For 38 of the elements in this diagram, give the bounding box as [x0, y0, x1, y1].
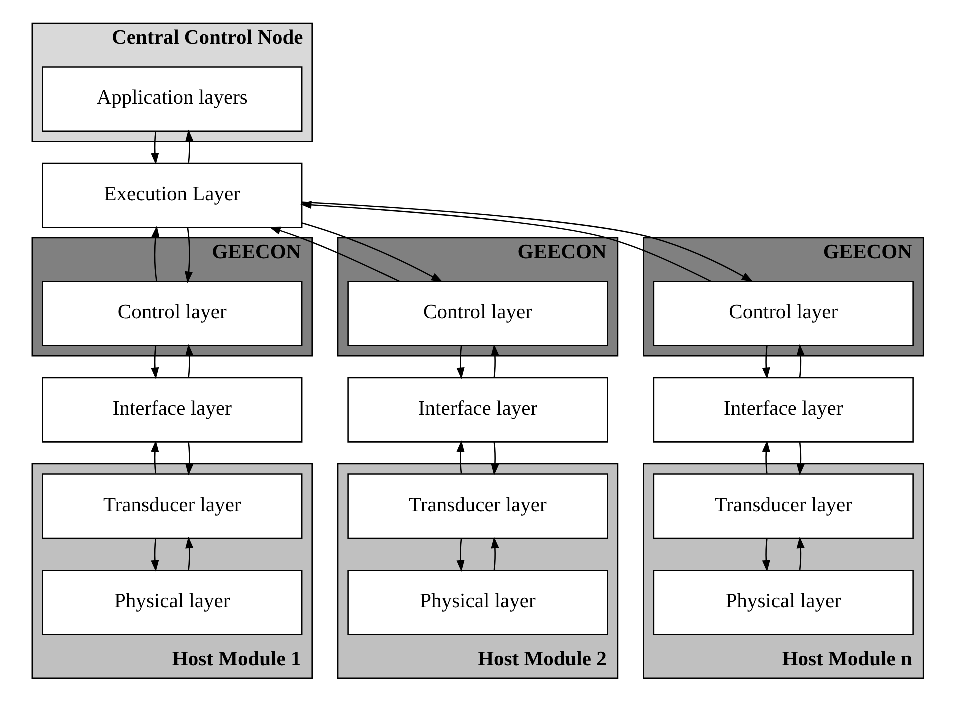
arrow — [269, 226, 400, 282]
node-box: Physical layer — [653, 570, 914, 636]
node-box: Execution Layer — [42, 162, 303, 228]
node-box: Physical layer — [42, 570, 303, 636]
arrow — [796, 344, 805, 378]
arrow — [302, 222, 444, 282]
node-box: Interface layer — [348, 377, 608, 443]
node-box: Interface layer — [42, 377, 303, 443]
arrow — [186, 344, 194, 378]
arrow — [185, 228, 194, 284]
arrow — [151, 440, 160, 474]
node-box: Control layer — [653, 281, 914, 346]
arrow — [151, 132, 160, 165]
arrow — [186, 442, 194, 476]
node-box: Application layers — [42, 66, 303, 132]
arrow — [491, 344, 500, 378]
arrow — [186, 130, 194, 163]
arrow — [491, 536, 500, 570]
arrow — [762, 538, 770, 572]
node-box: Physical layer — [348, 570, 608, 636]
node-box: Interface layer — [653, 377, 914, 443]
arrow — [151, 538, 160, 572]
node-box: Transducer layer — [42, 474, 303, 540]
arrow — [796, 442, 805, 476]
arrow — [186, 536, 194, 570]
arrow — [762, 440, 770, 474]
node-box: Control layer — [348, 281, 608, 346]
arrow — [152, 226, 160, 282]
arrow — [456, 538, 465, 572]
arrow — [796, 536, 805, 570]
arrow — [456, 346, 465, 380]
arrow — [762, 346, 770, 380]
arrow — [456, 440, 465, 474]
arrow — [151, 346, 160, 380]
node-box: Control layer — [42, 281, 303, 346]
arrow — [491, 442, 500, 476]
node-box: Transducer layer — [348, 474, 608, 540]
node-box: Transducer layer — [653, 474, 914, 540]
